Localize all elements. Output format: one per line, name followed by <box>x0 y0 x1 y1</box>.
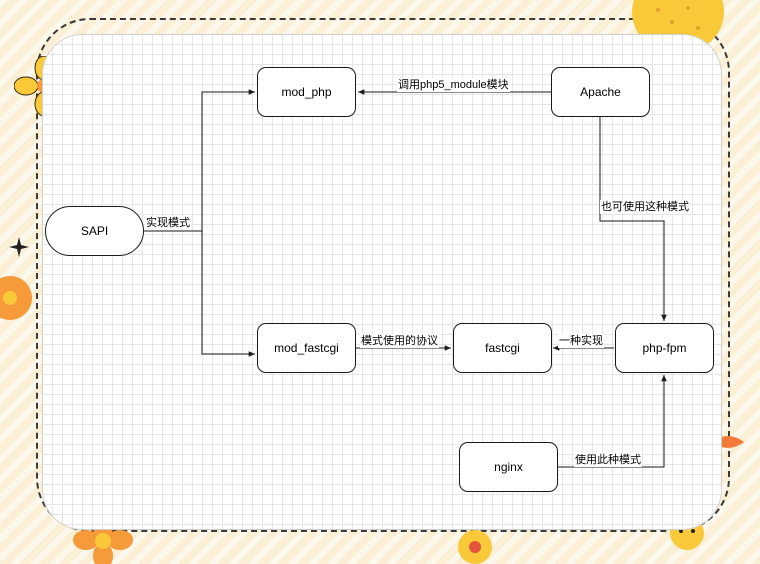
edge-sapi-to-mod-fastcgi <box>144 230 255 357</box>
edge-sapi-to-mod-php <box>144 89 255 232</box>
node-mod-php[interactable]: mod_php <box>257 67 356 117</box>
edge-apache-to-php-fpm <box>599 117 667 321</box>
label-sapi-branches: 实现模式 <box>145 216 191 230</box>
label-apache-to-php-fpm: 也可使用这种模式 <box>600 200 690 214</box>
node-sapi[interactable]: SAPI <box>45 206 144 256</box>
diagram-canvas: mod_php Apache SAPI mod_fastcgi fastcgi … <box>42 34 722 530</box>
flower-icon-left <box>0 276 32 320</box>
label-nginx-to-php-fpm: 使用此种模式 <box>574 453 642 467</box>
label-php-fpm-to-fastcgi: 一种实现 <box>558 334 604 348</box>
node-apache[interactable]: Apache <box>551 67 650 117</box>
decorative-frame <box>36 18 730 532</box>
node-php-fpm[interactable]: php-fpm <box>615 323 714 373</box>
node-fastcgi[interactable]: fastcgi <box>453 323 552 373</box>
label-mod-fastcgi-to-fastcgi: 模式使用的协议 <box>360 334 439 348</box>
edge-nginx-to-php-fpm <box>558 375 667 468</box>
node-mod-fastcgi[interactable]: mod_fastcgi <box>257 323 356 373</box>
node-nginx[interactable]: nginx <box>459 442 558 492</box>
star-icon-left <box>9 237 29 257</box>
flower-icon-bottom-center <box>458 530 492 564</box>
diagram-edges <box>144 89 667 468</box>
label-apache-to-mod-php: 调用php5_module模块 <box>397 78 510 92</box>
